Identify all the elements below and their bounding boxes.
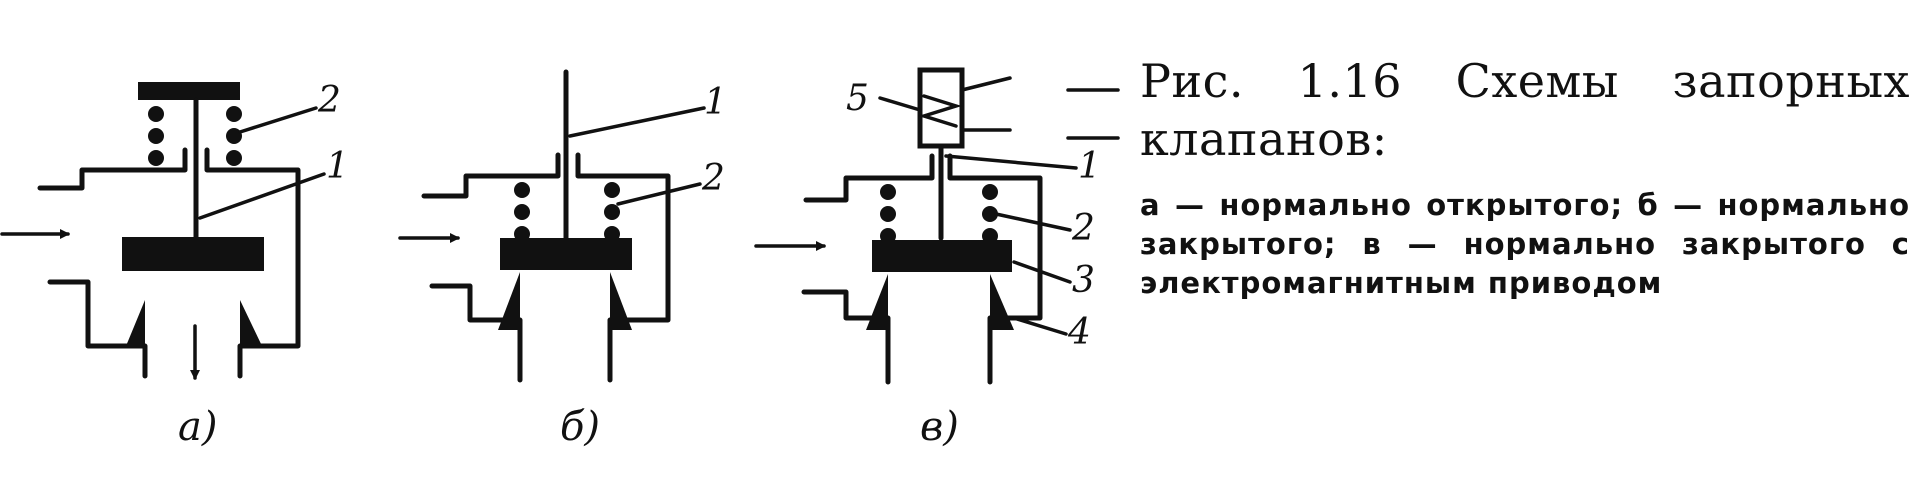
panel-a-callout-2: 2 (317, 80, 341, 121)
panel-v-disc (872, 240, 1012, 272)
valve-diagrams: 2 1 а) 1 2 б) (0, 67, 1120, 450)
panel-v-solenoid-coil (917, 67, 965, 149)
panel-v-callout-5: 5 (846, 78, 869, 119)
panel-b-label: б) (560, 404, 600, 450)
panel-a-callout-1: 1 (326, 146, 349, 187)
panel-a-seat-left (126, 300, 145, 346)
panel-v-callout-1: 1 (1078, 146, 1101, 187)
panel-a-handle (138, 82, 240, 100)
panel-b-seat-right (610, 272, 632, 330)
panel-b-normally-closed: 1 2 б) (398, 69, 727, 450)
panel-b-callout-2: 2 (701, 158, 725, 199)
panel-a-label: а) (178, 404, 217, 450)
panel-b-spring (514, 182, 620, 242)
panel-a-seat-right (240, 300, 262, 346)
figure-caption: Рис. 1.16 Схемы запорных клапанов: а — н… (1140, 52, 1910, 303)
panel-b-callout-1: 1 (704, 82, 727, 123)
panel-a-normally-open: 2 1 а) (0, 80, 349, 450)
panel-b-seat-left (498, 272, 520, 330)
panel-v-solenoid: 5 1 2 3 4 в) (754, 67, 1120, 450)
panel-v-callout-2: 2 (1071, 208, 1095, 249)
panel-a-spring (148, 106, 242, 166)
panel-b-disc (500, 238, 632, 270)
caption-description: а — нормально открытого; б — нормально з… (1140, 188, 1910, 300)
panel-v-callout-4: 4 (1067, 312, 1091, 353)
panel-v-label: в) (920, 404, 959, 450)
panel-v-callout-3: 3 (1072, 260, 1095, 301)
caption-title: Рис. 1.16 Схемы запорных клапанов: (1140, 54, 1910, 166)
panel-v-seat-right (990, 274, 1014, 330)
panel-v-seat-left (866, 274, 888, 330)
panel-a-disc (122, 237, 264, 271)
